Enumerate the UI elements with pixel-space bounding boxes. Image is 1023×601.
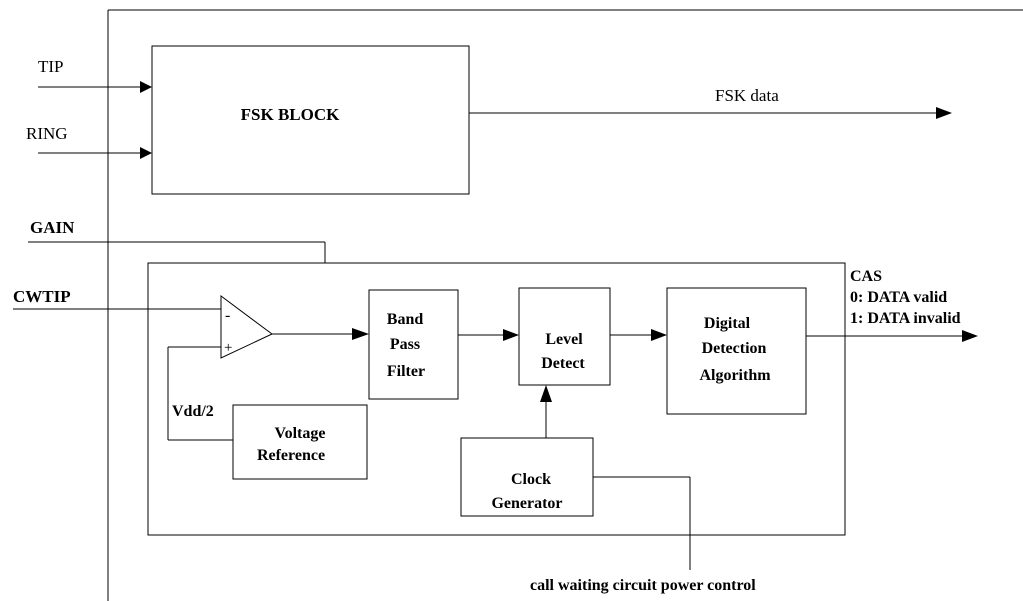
gain-label: GAIN [30,218,75,237]
digital-arrow-icon [651,329,667,341]
digital-detection-block: Digital Detection Algorithm [666,287,807,415]
level-to-digital [610,329,667,341]
fsk-block-label: FSK BLOCK [241,105,340,124]
level-arrow-icon [503,329,519,341]
cas-output: CAS 0: DATA valid 1: DATA invalid [806,268,978,342]
op-amp-plus: + [224,340,232,356]
ring-arrow-icon [140,147,152,159]
cwtip-input: CWTIP [13,287,221,310]
opamp-to-bpf [272,328,369,340]
bpf-to-level [458,329,519,341]
op-amp-icon [220,295,273,359]
voltage-reference-block: Voltage Reference [232,404,368,480]
bpf-line1: Band [387,311,424,328]
clock-line1: Clock [511,471,551,488]
fsk-data-label: FSK data [715,86,779,105]
clock-arrow-icon [540,385,552,402]
bpf-line2: Pass [390,336,420,353]
bpf-line3: Filter [387,363,425,380]
tip-arrow-icon [140,81,152,93]
cas-line3: 1: DATA invalid [850,310,961,327]
level-line1: Level [545,331,583,348]
voltage-ref-line1: Voltage [275,425,326,442]
ring-input: RING [26,124,152,159]
clock-line2: Generator [491,495,562,512]
clock-to-level [540,385,552,438]
digital-line3: Algorithm [699,367,771,384]
cwtip-label: CWTIP [13,287,71,306]
cas-line1: CAS [850,268,882,285]
power-control-label: call waiting circuit power control [530,577,756,594]
chip-boundary [107,9,1023,601]
fsk-data-arrow-icon [936,107,952,119]
band-pass-filter-block: Band Pass Filter [368,289,459,400]
clock-generator-block: Clock Generator [460,437,594,517]
digital-line2: Detection [702,340,767,357]
level-line2: Detect [541,355,585,372]
voltage-ref-line2: Reference [257,447,325,464]
fsk-block: FSK BLOCK [151,45,470,195]
fsk-data-output: FSK data [469,86,952,119]
cas-line2: 0: DATA valid [850,289,947,306]
cas-arrow-icon [962,330,978,342]
vdd-half-label: Vdd/2 [172,403,214,420]
bpf-arrow-icon [352,328,369,340]
op-amp: - + [167,295,273,441]
tip-input: TIP [38,57,152,93]
tip-label: TIP [38,57,64,76]
level-detect-block: Level Detect [518,287,611,386]
digital-line1: Digital [704,315,751,332]
op-amp-minus: - [225,307,230,324]
ring-label: RING [26,124,68,143]
power-control: call waiting circuit power control [530,476,756,594]
